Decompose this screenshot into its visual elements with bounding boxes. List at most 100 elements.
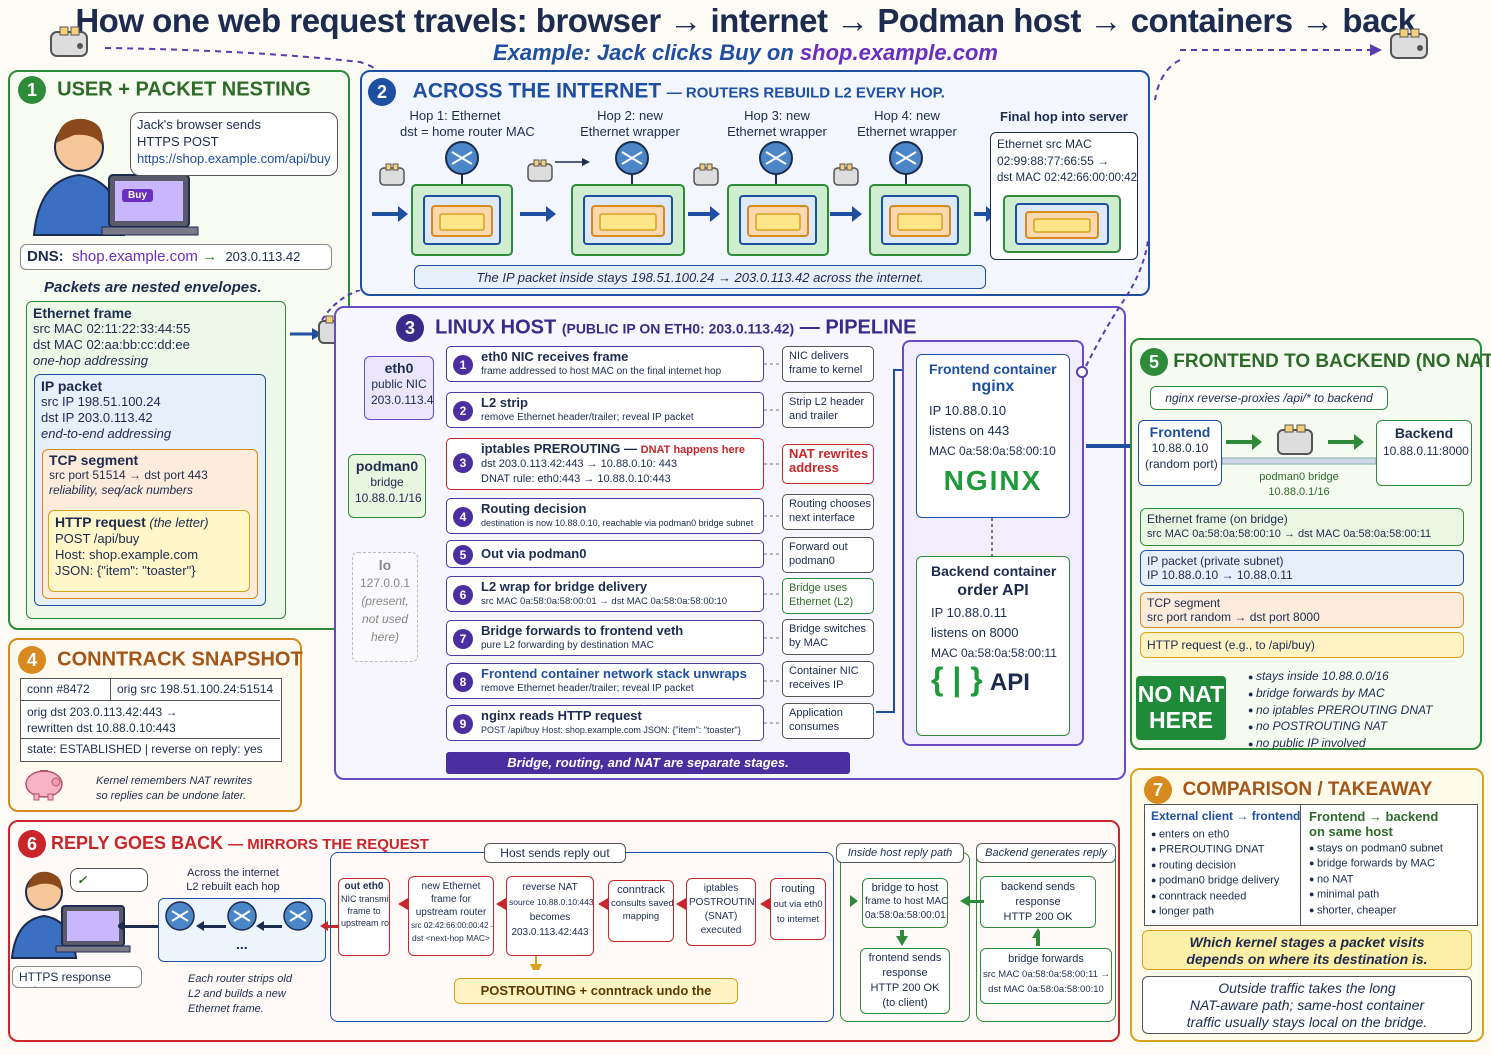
note-line: Application (789, 707, 843, 719)
panel-3-number: 3 (396, 314, 424, 342)
panel-5-number: 5 (1140, 348, 1168, 376)
tcp-ports: src port 51514 → dst port 443 (49, 468, 208, 482)
frontend-mac: MAC 0a:58:0a:58:00:10 (929, 444, 1056, 458)
hops-svg (372, 141, 996, 256)
hop-desc: dst = home router MAC (400, 124, 535, 139)
step-number: 3 (453, 453, 473, 473)
chain-line: new Ethernet (421, 881, 481, 892)
conntrack-table: conn #8472 orig src 198.51.100.24:51514 … (20, 678, 282, 762)
p5-bridge-svg (1222, 424, 1376, 465)
piggy-bank-icon (25, 770, 63, 801)
p5-tcp-ports: src port random → dst port 8000 (1147, 610, 1320, 624)
step-desc: pure L2 forwarding by destination MAC (481, 640, 654, 651)
hop-title: Hop 1: Ethernet (409, 108, 501, 123)
conn-orig-dst: orig dst 203.0.113.42:443 → (27, 705, 178, 719)
bridge-fwd-line: dst MAC 0a:58:0a:58:00:10 (988, 984, 1104, 995)
eth-note: one-hop addressing (33, 353, 148, 368)
http-host: Host: shop.example.com (55, 547, 199, 562)
panel-6-title-rest: — MIRRORS THE REQUEST (228, 835, 429, 853)
internet-reply-dots: ... (236, 936, 248, 952)
step-number: 1 (453, 355, 473, 375)
lo-note: not used (361, 612, 409, 626)
bridge-host-line: bridge to host (871, 882, 939, 894)
hop-title: Hop 3: new (744, 108, 810, 123)
top-right-curve (1154, 59, 1181, 101)
tcp-note: reliability, seq/ack numbers (49, 483, 193, 497)
hop-desc: Ethernet wrapper (727, 124, 827, 139)
frontend-sends-line: (to client) (882, 997, 928, 1009)
hop-title: Hop 4: new (874, 108, 940, 123)
comparison-right-col: Frontend → backend on same host stays on… (1301, 805, 1477, 925)
p5-http-request: HTTP request (e.g., to /api/buy) (1140, 632, 1464, 658)
backend-ip: IP 10.88.0.11 (931, 605, 1008, 620)
step-number: 8 (453, 672, 473, 692)
eth-src: src MAC 02:11:22:33:44:55 (33, 321, 191, 336)
http-json: JSON: {"item": "toaster"} (55, 563, 196, 578)
comparison-right-item: minimal path (1309, 887, 1469, 902)
pipeline-step: 5 Out via podman0 (446, 540, 764, 568)
backend-container: Backend container order API IP 10.88.0.1… (916, 556, 1070, 736)
ip-title: IP packet (41, 378, 103, 394)
proxy-note: nginx reverse-proxies /api/* to backend (1150, 386, 1388, 410)
bridge-host-line: frame to host MAC (865, 896, 948, 907)
comparison-left-col: External client → frontend enters on eth… (1145, 805, 1301, 925)
chain-line: out eth0 (344, 881, 384, 892)
ip-dst: dst IP 203.0.113.42 (41, 410, 153, 425)
panel-4-title: 4 CONNTRACK SNAPSHOT (18, 646, 303, 674)
hop-title: Hop 2: new (597, 108, 663, 123)
dns-arrow: → (202, 248, 218, 265)
step-number: 5 (453, 545, 473, 565)
internet-note: The IP packet inside stays 198.51.100.24… (414, 265, 986, 289)
bridge-subnet: 10.88.0.1/16 (1268, 486, 1330, 498)
comparison-right-title: on same host (1309, 824, 1393, 839)
http-method: POST /api/buy (55, 531, 140, 546)
frontend-title: Frontend container (929, 361, 1057, 377)
p5-bullet: stays inside 10.88.0.0/16 (1248, 668, 1432, 685)
step-desc: destination is now 10.88.0.10, reachable… (481, 518, 754, 528)
panel-3-title-paren: (PUBLIC IP ON ETH0: 203.0.113.42) (561, 320, 795, 337)
frontend-backend-dashed-link (991, 518, 993, 556)
comparison-left-item: routing decision (1151, 858, 1294, 873)
lo-interface: lo 127.0.0.1 (present, not used here) (352, 552, 418, 662)
final-hop-line: 02:99:88:77:66:55 → (997, 154, 1110, 168)
buy-button[interactable]: Buy (122, 189, 153, 202)
internet-reply-line: L2 rebuilt each hop (186, 881, 280, 893)
bridge-fwd-line: bridge forwards (1008, 953, 1084, 965)
step-title: eth0 NIC receives frame (481, 349, 629, 364)
eth0-desc: public NIC (371, 377, 427, 391)
step-title: Out via podman0 (481, 546, 587, 561)
step-number: 4 (453, 507, 473, 527)
step-title: iptables PREROUTING — (481, 441, 638, 456)
toaster-icon (692, 162, 732, 196)
step-number: 6 (453, 585, 473, 605)
hop-1 (411, 141, 513, 256)
step-title: nginx reads HTTP request (481, 708, 642, 723)
reply-note-line: L2 and builds a new (188, 988, 286, 1000)
step-title: Bridge forwards to frontend veth (481, 623, 684, 638)
comparison-right-title: Frontend → backend (1309, 809, 1439, 824)
chain-line: conntrack (617, 884, 665, 896)
api-logo: API (989, 669, 1030, 696)
p5-bullet: bridge forwards by MAC (1248, 685, 1432, 702)
eth0-name: eth0 (384, 360, 414, 376)
conn-orig-src: orig src 198.51.100.24:51514 (111, 679, 280, 701)
panel-7-title: 7 COMPARISON / TAKEAWAY (1144, 776, 1432, 804)
chain-line: upstream router (415, 907, 487, 918)
conntrack-note-line: so replies can be undone later. (96, 790, 247, 802)
backend-sends-line: response (1015, 896, 1061, 908)
jack-reply-illustration (10, 871, 131, 959)
